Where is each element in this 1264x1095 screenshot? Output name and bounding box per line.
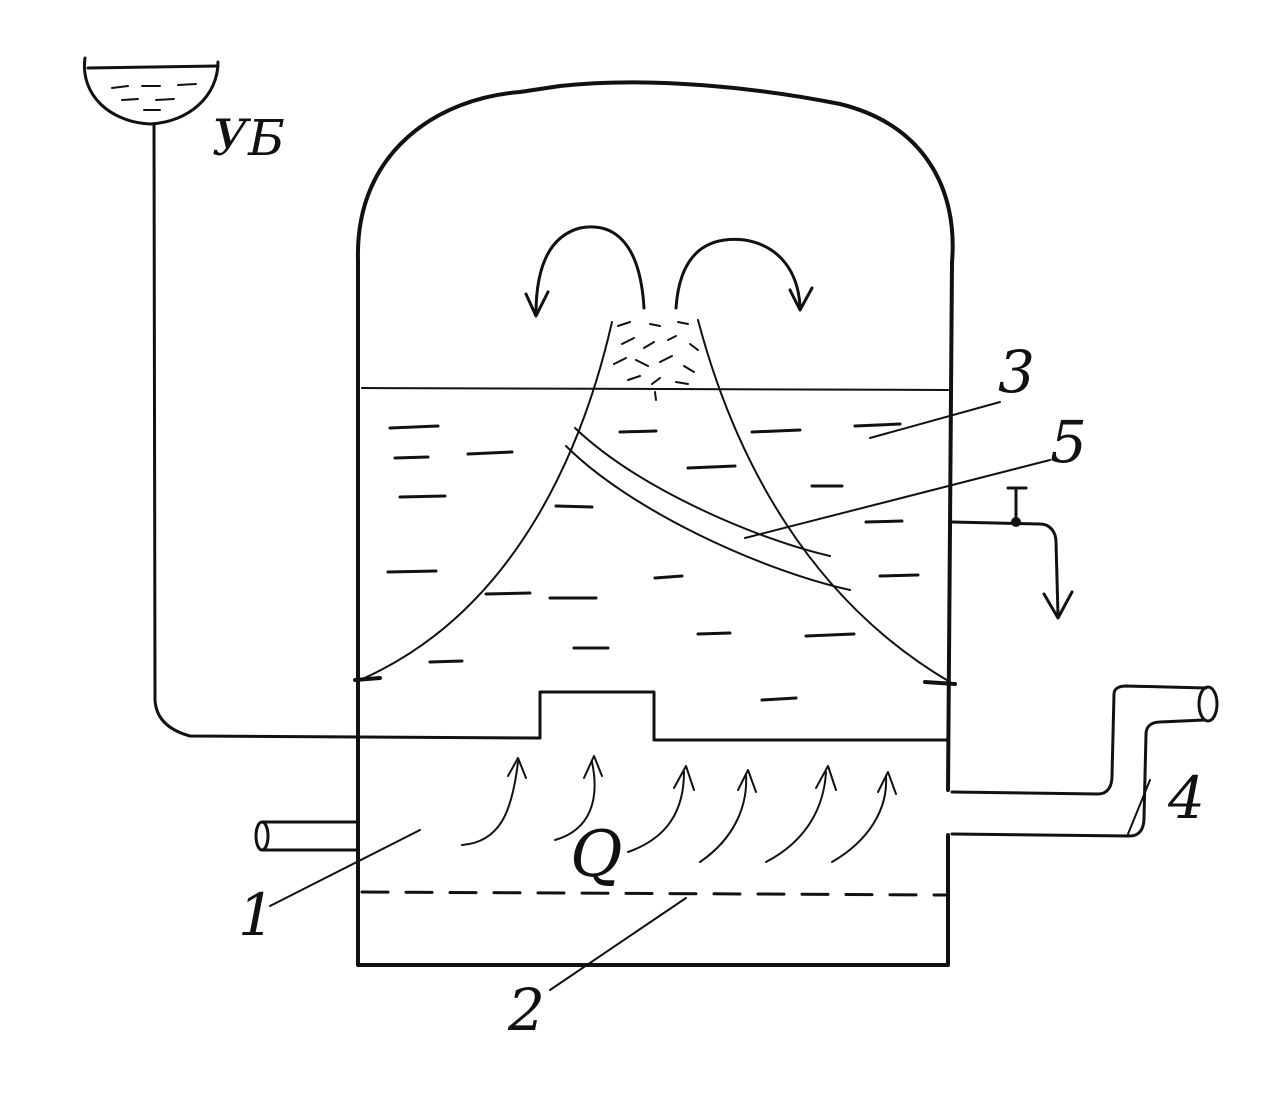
feed-tank-label: УБ: [212, 109, 285, 167]
feed-line: [152, 122, 542, 740]
label-4: 4: [1167, 764, 1205, 832]
column-shell: [355, 80, 955, 967]
overflow-arrows: [524, 225, 814, 318]
gas-outlet-pipe: [950, 684, 1219, 838]
perforated-grid: [360, 890, 948, 897]
heat-symbol: Q: [570, 818, 622, 892]
product-drain-valve: [950, 486, 1074, 620]
distribution-plate: [538, 690, 948, 742]
spray-particles: [613, 321, 699, 401]
label-1: 1: [238, 881, 275, 949]
liquid-level: [361, 387, 949, 391]
leader-lines: [269, 401, 1151, 991]
label-2: 2: [507, 976, 545, 1044]
feed-tank: [82, 56, 220, 126]
label-5: 5: [1050, 408, 1087, 476]
label-3: 3: [998, 338, 1035, 406]
gas-flow-arrows: [461, 755, 897, 863]
liquid-waves: [386, 422, 920, 702]
gas-inlet-pipe: [254, 820, 360, 852]
fountain-cone: [353, 319, 957, 686]
